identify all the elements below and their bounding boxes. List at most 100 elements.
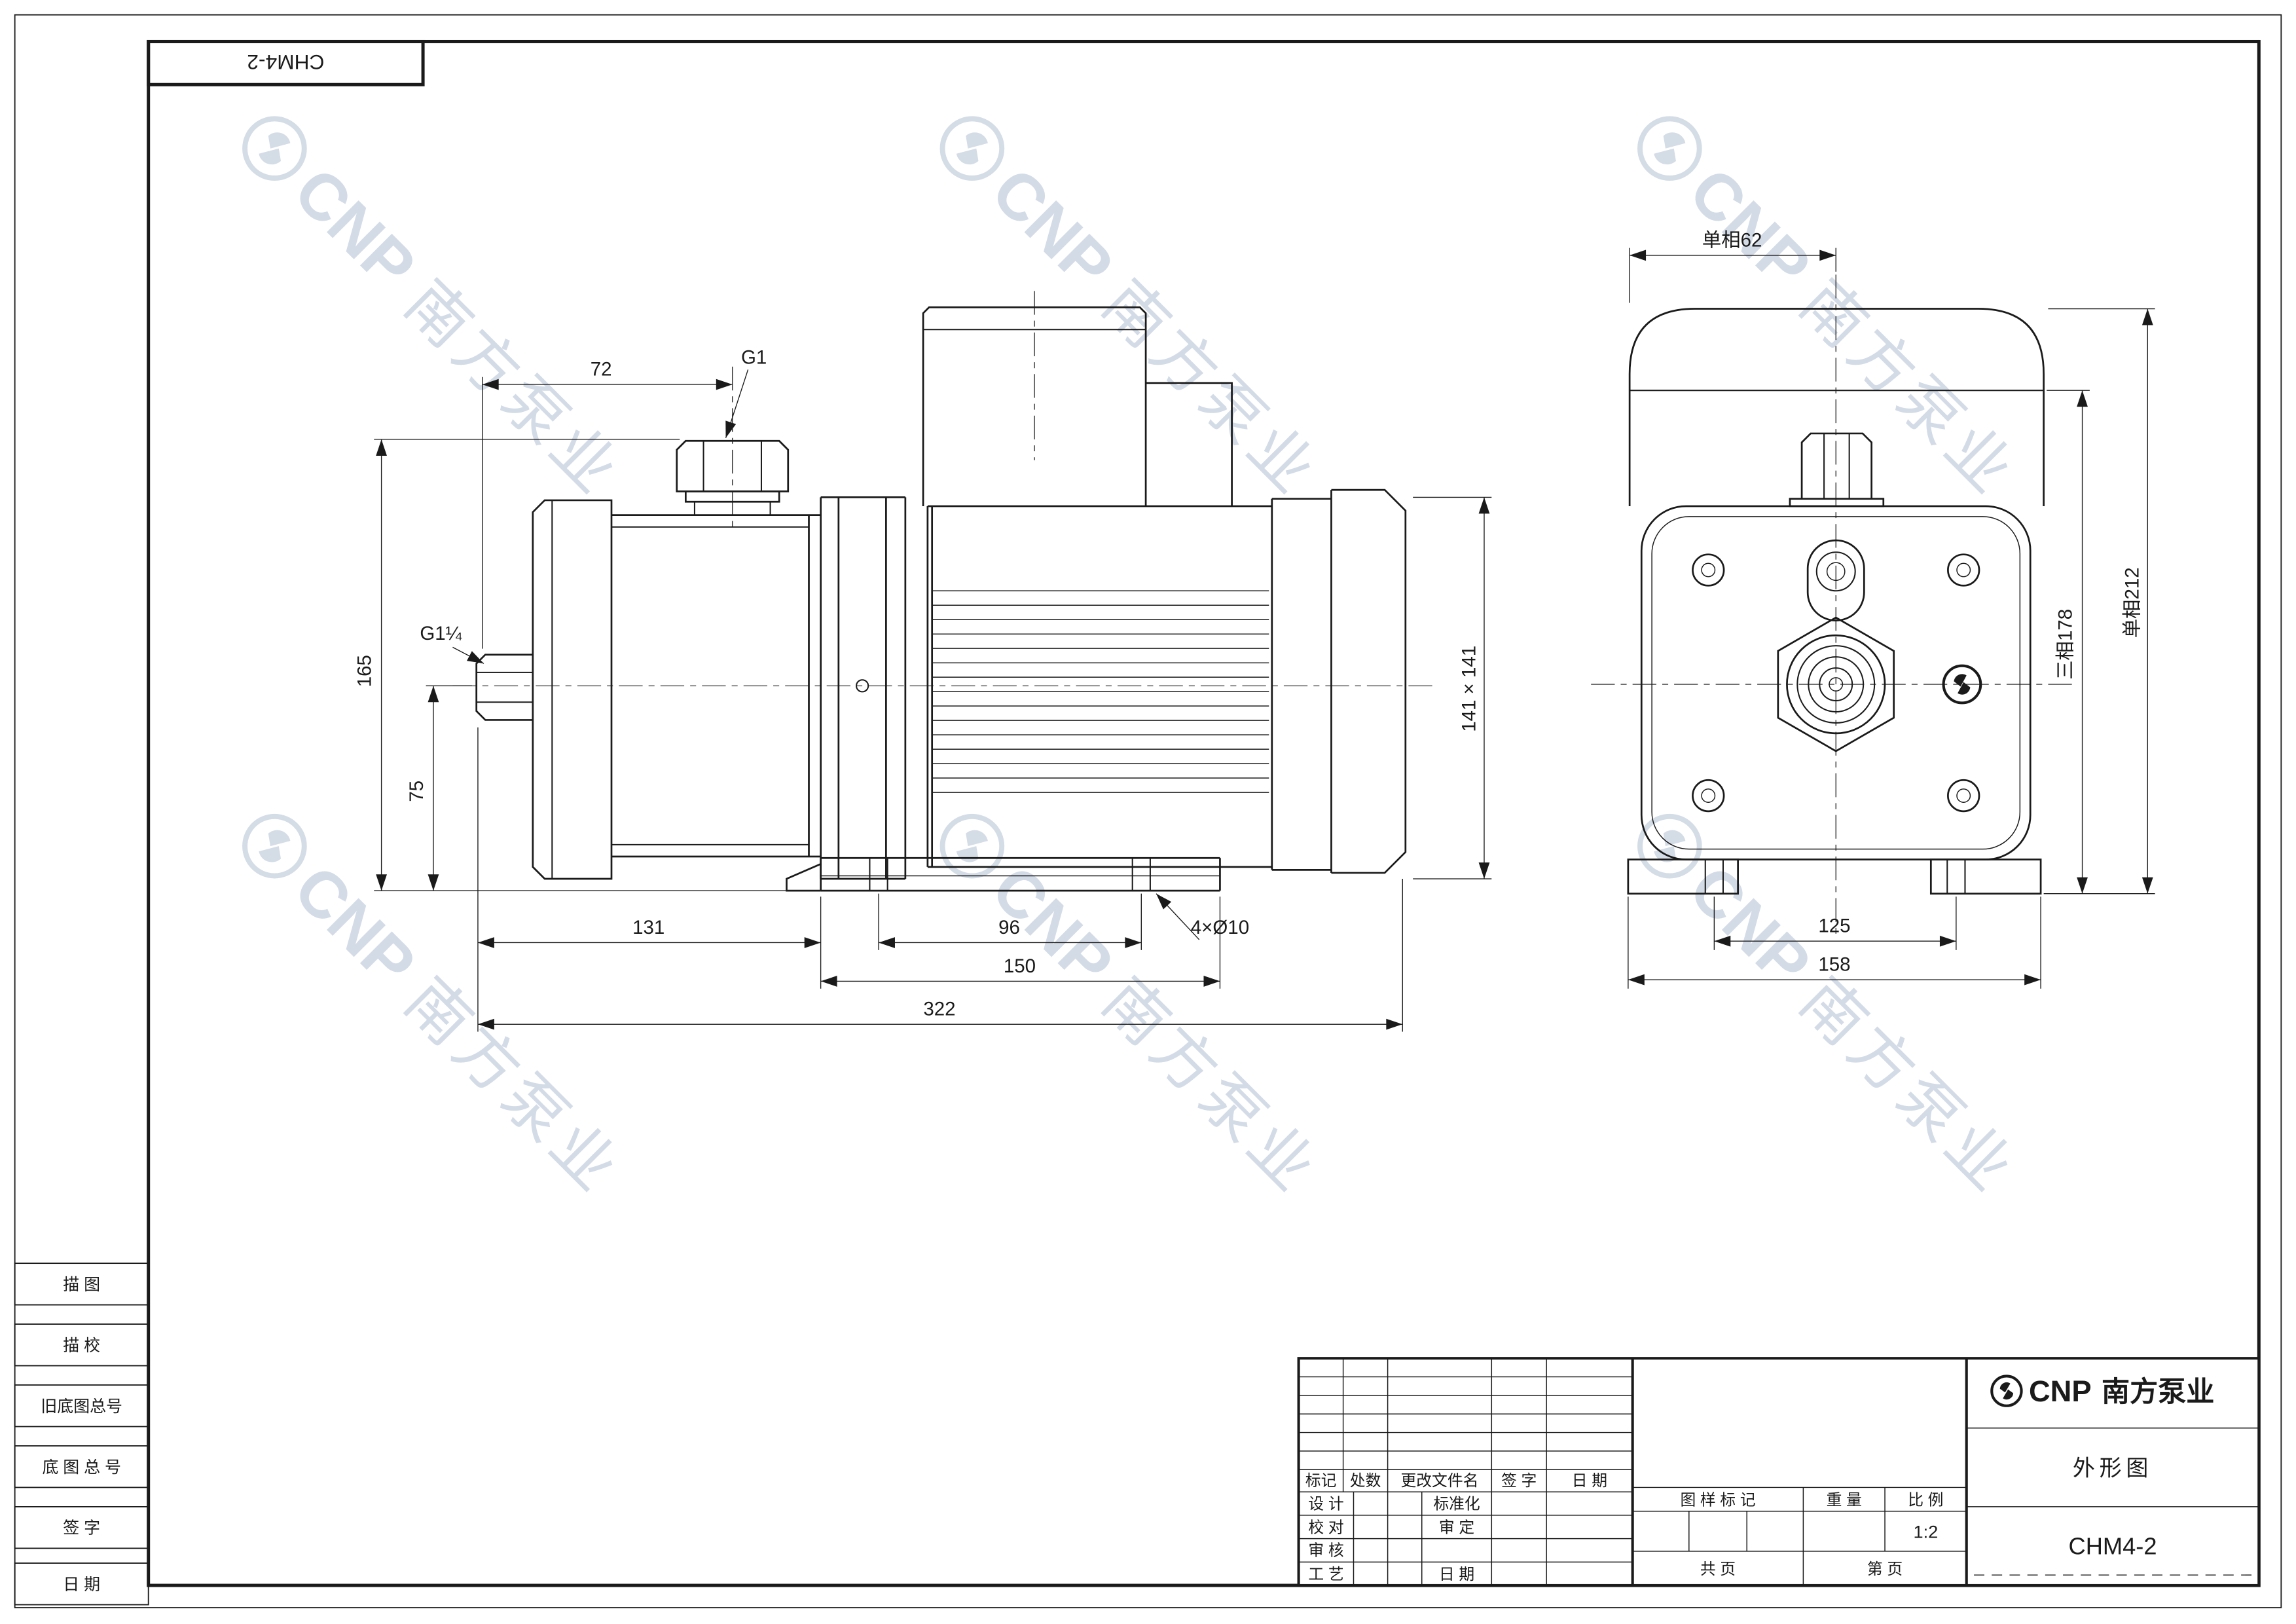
port-label-g1-quarter: G1¼ — [420, 623, 462, 644]
shaft-hex — [1777, 616, 1895, 752]
info-row: 图 样 标 记 重 量 比 例 1:2 共 页 第 页 — [1680, 1492, 1943, 1578]
cnp-logo-icon — [956, 132, 988, 165]
rev-col-count: 处数 — [1350, 1472, 1381, 1490]
cnp-watermark: CNP 南方泵业 — [1637, 813, 2029, 1208]
header-drawing-mark: 图 样 标 记 — [1680, 1492, 1755, 1509]
cnp-logo-icon — [1654, 830, 1686, 862]
suction-port — [475, 654, 533, 721]
dim-165: 165 — [354, 655, 376, 687]
page-number: 第 页 — [1867, 1560, 1903, 1578]
rev-col-sign: 签 字 — [1501, 1472, 1537, 1490]
dim-single-phase-212: 单相212 — [2122, 567, 2143, 638]
margin-label-date: 日 期 — [63, 1576, 100, 1594]
dim-150: 150 — [1004, 955, 1036, 977]
cnp-watermark: CNP 南方泵业 — [242, 813, 634, 1208]
role-standardization: 标准化 — [1433, 1495, 1480, 1513]
title-block-bg — [1298, 1358, 2259, 1586]
margin-label-base-no: 底 图 总 号 — [42, 1458, 120, 1477]
cnp-logo-icon — [956, 830, 988, 862]
dim-96: 96 — [998, 917, 1020, 938]
cnp-watermark: CNP 南方泵业 — [242, 116, 634, 510]
cnp-logo-icon — [1990, 1375, 2023, 1407]
left-margin: 描 图 描 校 旧底图总号 底 图 总 号 签 字 日 期 — [14, 1263, 149, 1606]
brand-cell: CNP 南方泵业 — [1990, 1375, 2214, 1408]
signature-rows: 设 计 标准化 校 对 审 定 审 核 工 艺 日 期 — [1308, 1495, 1480, 1583]
port-label-g1: G1 — [741, 346, 767, 368]
top-boss — [1806, 539, 1865, 621]
discharge-port — [676, 366, 790, 532]
header-scale: 比 例 — [1908, 1492, 1943, 1509]
motor-fins — [932, 590, 1269, 793]
role-design: 设 计 — [1308, 1495, 1343, 1513]
doc-type: 外形图 — [2073, 1456, 2153, 1481]
base-feet — [786, 857, 1221, 892]
dim-125: 125 — [1818, 915, 1850, 937]
watermark-logo-text: CNP — [280, 155, 429, 303]
margin-label-trace-check: 描 校 — [63, 1337, 100, 1355]
cnp-logo-icon — [242, 116, 307, 181]
watermark-logo-text: CNP — [1675, 852, 1824, 1001]
header-weight: 重 量 — [1827, 1492, 1862, 1509]
cnp-logo-icon — [1654, 132, 1686, 165]
terminal-box-end — [1628, 308, 2045, 507]
margin-box — [14, 1562, 149, 1606]
scale-value: 1:2 — [1913, 1522, 1938, 1542]
role-craft: 工 艺 — [1308, 1566, 1343, 1583]
dim-three-phase-178: 三相178 — [2055, 609, 2077, 680]
watermark-brand-text: 南方泵业 — [392, 268, 634, 510]
model-number: CHM4-2 — [2069, 1532, 2157, 1559]
top-plug — [1789, 432, 1885, 507]
cnp-emblem-icon — [1942, 664, 1982, 705]
rev-col-file: 更改文件名 — [1400, 1472, 1478, 1490]
margin-box — [14, 1445, 149, 1488]
margin-box — [14, 1506, 149, 1549]
watermark-brand-text: 南方泵业 — [1089, 965, 1332, 1208]
lantern-bracket — [820, 496, 907, 880]
dim-foot-holes: 4×Ø10 — [1191, 917, 1249, 938]
code-box — [147, 39, 425, 86]
dim-322: 322 — [923, 999, 955, 1020]
cnp-logo-icon — [242, 813, 307, 879]
margin-label-trace: 描 图 — [63, 1276, 100, 1294]
dim-158: 158 — [1818, 954, 1850, 976]
role-date: 日 期 — [1439, 1566, 1474, 1583]
end-feet — [1627, 858, 2042, 895]
margin-label-signature: 签 字 — [63, 1519, 100, 1538]
end-dimensions: 单相62 单相212 三相178 125 158 — [1628, 229, 2155, 989]
dim-131: 131 — [632, 917, 665, 938]
motor — [926, 489, 1407, 874]
terminal-box — [922, 291, 1233, 507]
side-dimensions: 72 G1 G1¼ 165 75 141 × 141 131 — [354, 346, 1492, 1032]
margin-box — [14, 1263, 149, 1306]
inner-border — [147, 39, 2261, 1587]
cnp-logo-icon — [1637, 116, 1702, 181]
revision-header: 标记 处数 更改文件名 签 字 日 期 — [1305, 1472, 1607, 1490]
dim-flange-141: 141 × 141 — [1458, 646, 1480, 732]
margin-label-old-base-no: 旧底图总号 — [41, 1397, 122, 1416]
rev-col-date: 日 期 — [1572, 1472, 1607, 1490]
title-block: 标记 处数 更改文件名 签 字 日 期 设 计 标准化 校 对 审 定 审 核 … — [1297, 1357, 2261, 1587]
code-box-label: CHM4-2 — [247, 50, 324, 74]
pump-end-view: 单相62 单相212 三相178 125 158 — [1591, 229, 2155, 989]
sheet-frame: CHM4-2 — [14, 14, 2282, 1608]
watermark-logo-text: CNP — [977, 155, 1126, 303]
dim-single-phase-62: 单相62 — [1702, 229, 1762, 251]
pump-side-view: 72 G1 G1¼ 165 75 141 × 141 131 — [354, 291, 1492, 1032]
watermark-brand-text: 南方泵业 — [1787, 965, 2029, 1208]
dim-75: 75 — [406, 781, 428, 802]
watermark-brand-text: 南方泵业 — [1787, 268, 2029, 510]
stage-barrel — [611, 514, 821, 858]
role-approve: 审 定 — [1439, 1519, 1474, 1537]
fan-cover — [1271, 489, 1407, 874]
watermark-brand-text: 南方泵业 — [1089, 268, 1332, 510]
total-pages: 共 页 — [1700, 1560, 1736, 1578]
cnp-watermark: CNP 南方泵业 — [939, 116, 1332, 510]
cnp-logo-icon — [939, 116, 1005, 181]
brand-name-text: 南方泵业 — [2102, 1376, 2214, 1408]
pump-housing — [532, 499, 613, 880]
margin-box — [14, 1323, 149, 1367]
cnp-logo-icon — [1637, 813, 1702, 879]
cnp-logo-icon — [259, 830, 291, 862]
dim-72: 72 — [591, 359, 612, 380]
